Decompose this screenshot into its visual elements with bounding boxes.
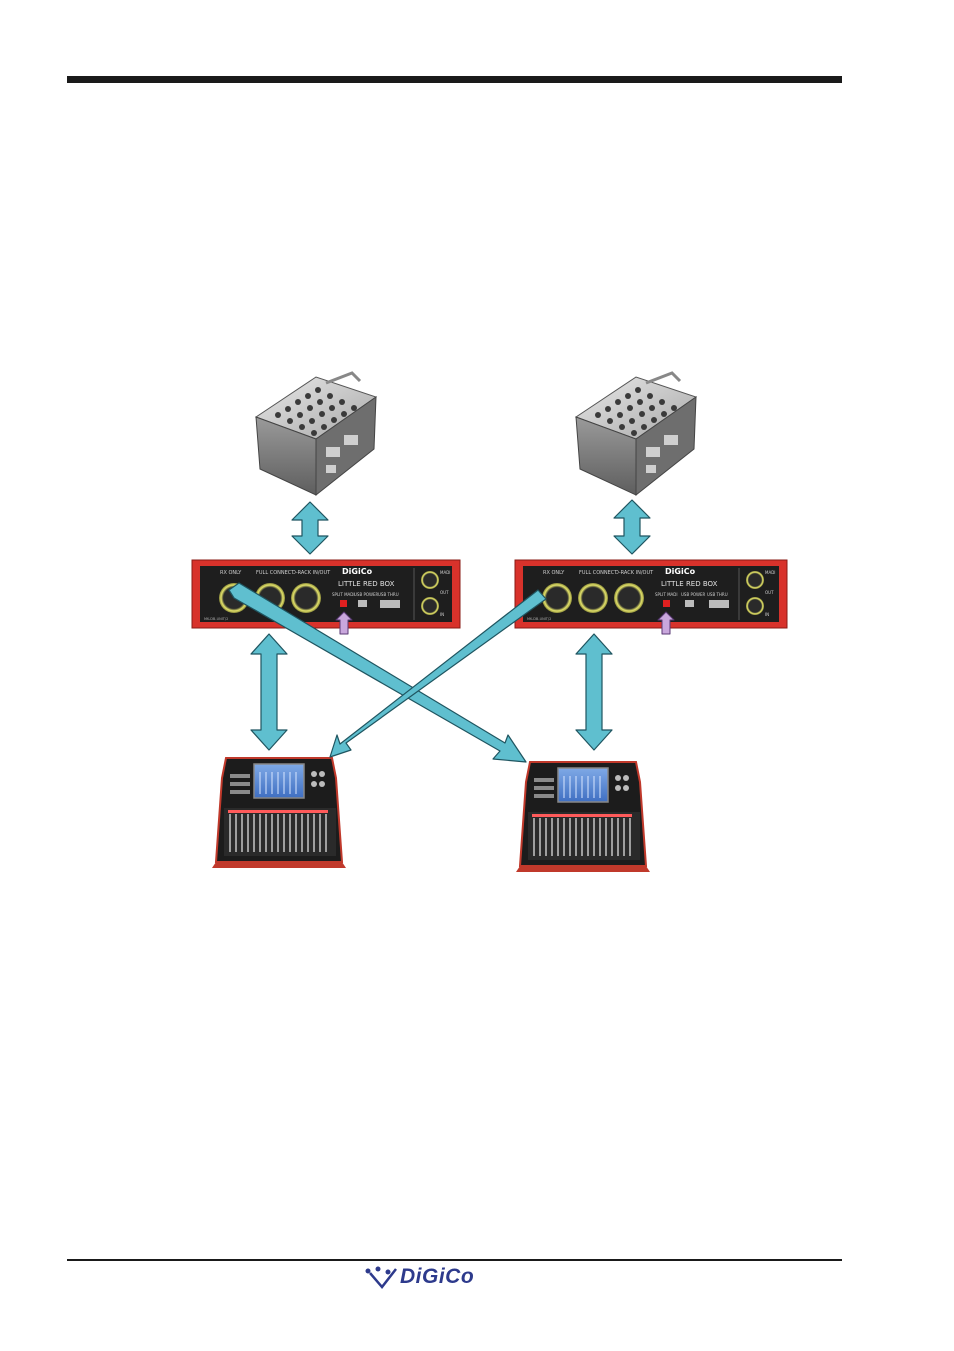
highlight-arrow-right	[657, 611, 675, 635]
usb-power-label: USB POWER	[354, 592, 379, 597]
bnc-label-in: IN	[765, 612, 769, 617]
footer-logo: DiGiCo	[362, 1263, 522, 1293]
bnc-label-out: OUT	[765, 590, 774, 595]
usb-thru-label: USB THRU	[378, 592, 399, 597]
console-left-icon	[211, 757, 347, 869]
digico-logo-icon	[365, 1266, 397, 1289]
port-label-full: FULL CONNECT	[256, 570, 295, 576]
bnc-label-in: IN	[440, 612, 444, 617]
product-label: LITTLE RED BOX	[661, 580, 718, 588]
cross-arrow-right-to-left-console	[329, 589, 547, 758]
split-label: SPLIT MADI	[332, 592, 355, 597]
serial-label: MK-DB-UNIT/2	[527, 617, 551, 621]
product-label: LITTLE RED BOX	[338, 580, 395, 588]
stagebox-left-icon	[254, 371, 378, 497]
usb-thru-label: USB THRU	[707, 592, 728, 597]
console-right-icon	[515, 761, 651, 873]
split-label: SPLIT MADI	[655, 592, 678, 597]
cross-arrow-left-to-right-console	[228, 582, 527, 763]
port-label-full: FULL CONNECT	[579, 570, 618, 576]
port-label-drack: D-RACK IN/OUT	[292, 570, 331, 576]
usb-power-label: USB POWER	[681, 592, 706, 597]
bnc-label-madi: MADI	[440, 570, 450, 575]
highlight-arrow-left	[335, 611, 353, 635]
little-red-box-right: RX ONLY FULL CONNECT D-RACK IN/OUT DiGiC…	[514, 559, 788, 629]
serial-label: MK-DB-UNIT/2	[204, 617, 228, 621]
port-label-rx: RX ONLY	[220, 570, 242, 576]
bnc-label-madi: MADI	[765, 570, 775, 575]
brand-label: DiGiCo	[665, 567, 696, 576]
port-label-rx: RX ONLY	[543, 570, 565, 576]
footer-logo-text: DiGiCo	[400, 1265, 475, 1288]
double-arrow-stagebox-right	[613, 499, 651, 555]
double-arrow-console-right	[575, 633, 613, 751]
bottom-divider	[67, 1259, 842, 1261]
brand-label: DiGiCo	[342, 567, 373, 576]
double-arrow-console-left	[250, 633, 288, 751]
port-label-drack: D-RACK IN/OUT	[615, 570, 654, 576]
stagebox-right-icon	[574, 371, 698, 497]
bnc-label-out: OUT	[440, 590, 449, 595]
double-arrow-stagebox-left	[291, 501, 329, 555]
top-divider	[67, 76, 842, 83]
